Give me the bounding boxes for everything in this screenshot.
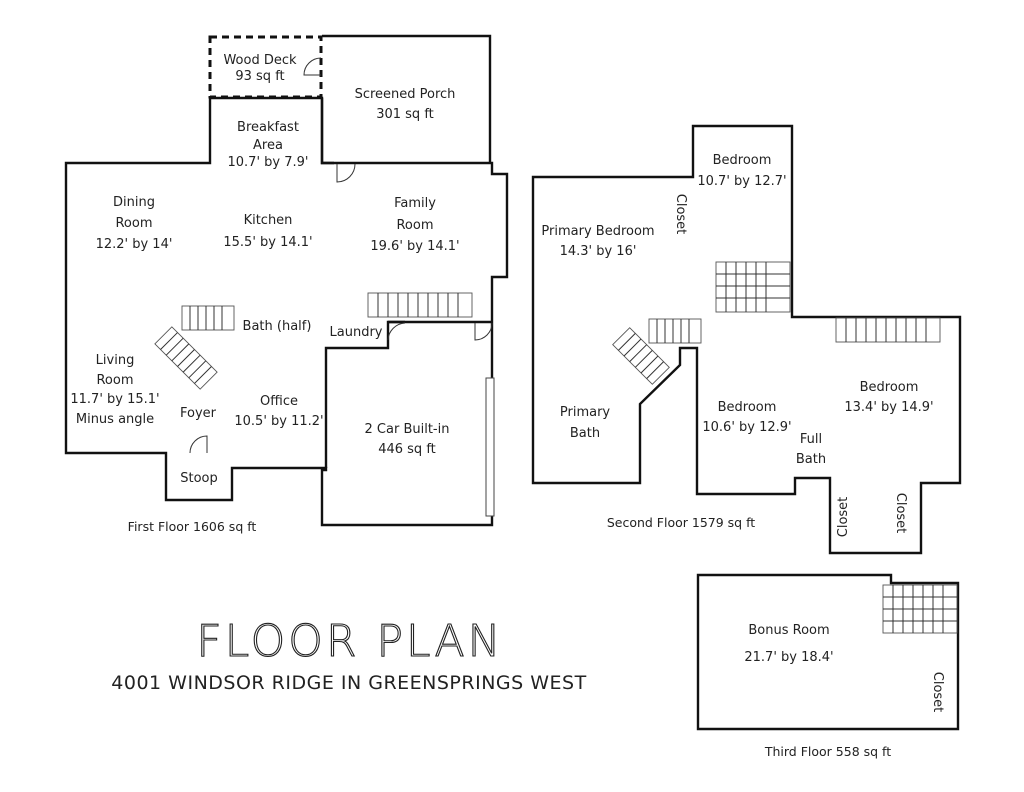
garage-size: 446 sq ft: [378, 442, 436, 457]
living-label-2: Room: [96, 373, 133, 388]
closet-top-label: Closet: [673, 194, 688, 235]
first-floor-stairs-family: [367, 292, 473, 318]
screened-porch-label: Screened Porch: [355, 87, 456, 102]
breakfast-door-swing: [336, 163, 356, 183]
wood-deck-outline: [208, 35, 323, 99]
third-floor: Bonus Room 21.7' by 18.4' Closet Third F…: [696, 573, 960, 759]
deck-door-swing: [303, 57, 322, 76]
laundry-door-swing: [387, 322, 406, 341]
garage-overhead-door: [485, 377, 495, 517]
living-label-1: Living: [96, 353, 135, 368]
bedroom-right-label: Bedroom: [860, 380, 919, 395]
screened-porch-size: 301 sq ft: [376, 107, 434, 122]
third-closet-label: Closet: [930, 672, 945, 713]
bath-half-label: Bath (half): [243, 319, 312, 334]
screened-porch-walls: [322, 34, 492, 163]
closet-left-label: Closet: [836, 497, 851, 538]
breakfast-size: 10.7' by 7.9': [228, 155, 309, 170]
office-size: 10.5' by 11.2': [234, 414, 323, 429]
family-label-2: Room: [396, 218, 433, 233]
primary-bath-label-2: Bath: [570, 426, 600, 441]
kitchen-size: 15.5' by 14.1': [223, 235, 312, 250]
wood-deck-size: 93 sq ft: [235, 69, 284, 84]
third-floor-outline: [696, 573, 960, 731]
bedroom-mid-label: Bedroom: [718, 400, 777, 415]
breakfast-label-1: Breakfast: [237, 120, 299, 135]
dining-size: 12.2' by 14': [96, 237, 173, 252]
third-floor-caption: Third Floor 558 sq ft: [764, 744, 891, 759]
office-label: Office: [260, 394, 298, 409]
primary-bedroom-size: 14.3' by 16': [560, 244, 637, 259]
primary-bedroom-label: Primary Bedroom: [541, 224, 654, 239]
living-size: 11.7' by 15.1': [70, 392, 159, 407]
second-floor-stairs-mid: [648, 318, 702, 344]
garage-label: 2 Car Built-in: [365, 422, 450, 437]
first-floor-stairs-angled: [154, 326, 218, 390]
dining-label-1: Dining: [113, 195, 155, 210]
second-floor-stairs-right: [835, 317, 941, 343]
second-floor-outline: [531, 124, 962, 555]
breakfast-porch-wall: [320, 98, 334, 165]
full-bath-label-1: Full: [800, 432, 822, 447]
first-floor-stairs-bath: [181, 305, 235, 331]
second-floor-stairs-angled: [612, 327, 670, 385]
bedroom-top-label: Bedroom: [713, 153, 772, 168]
primary-bath-label-1: Primary: [560, 405, 611, 420]
bedroom-right-size: 13.4' by 14.9': [844, 400, 933, 415]
first-floor: Wood Deck 93 sq ft Screened Porch 301 sq…: [64, 34, 509, 534]
address-subtitle: 4001 WINDSOR RIDGE IN GREENSPRINGS WEST: [111, 672, 586, 694]
kitchen-label: Kitchen: [244, 213, 293, 228]
closet-right-label: Closet: [893, 493, 908, 534]
garage-door-swing: [474, 322, 493, 341]
bedroom-mid-size: 10.6' by 12.9': [702, 420, 791, 435]
second-floor-caption: Second Floor 1579 sq ft: [607, 515, 755, 530]
family-label-1: Family: [394, 196, 436, 211]
second-floor-stairs-top: [715, 261, 791, 313]
stoop-label: Stoop: [180, 471, 218, 486]
dining-label-2: Room: [115, 216, 152, 231]
foyer-door-swing: [189, 435, 208, 454]
first-floor-caption: First Floor 1606 sq ft: [128, 519, 257, 534]
foyer-label: Foyer: [180, 406, 217, 421]
bonus-room-label: Bonus Room: [748, 623, 829, 638]
page-title: FLOOR PLAN: [196, 616, 503, 667]
breakfast-label-2: Area: [253, 138, 283, 153]
full-bath-label-2: Bath: [796, 452, 826, 467]
second-floor: Bedroom 10.7' by 12.7' Closet Primary Be…: [531, 124, 962, 555]
bedroom-top-size: 10.7' by 12.7': [697, 174, 786, 189]
living-note: Minus angle: [76, 412, 154, 427]
third-floor-stairs: [882, 584, 958, 634]
laundry-label: Laundry: [330, 325, 383, 340]
first-floor-outline: [64, 96, 509, 527]
bonus-room-size: 21.7' by 18.4': [744, 650, 833, 665]
garage-walls: [324, 320, 492, 468]
family-size: 19.6' by 14.1': [370, 239, 459, 254]
wood-deck-label: Wood Deck: [223, 53, 297, 68]
